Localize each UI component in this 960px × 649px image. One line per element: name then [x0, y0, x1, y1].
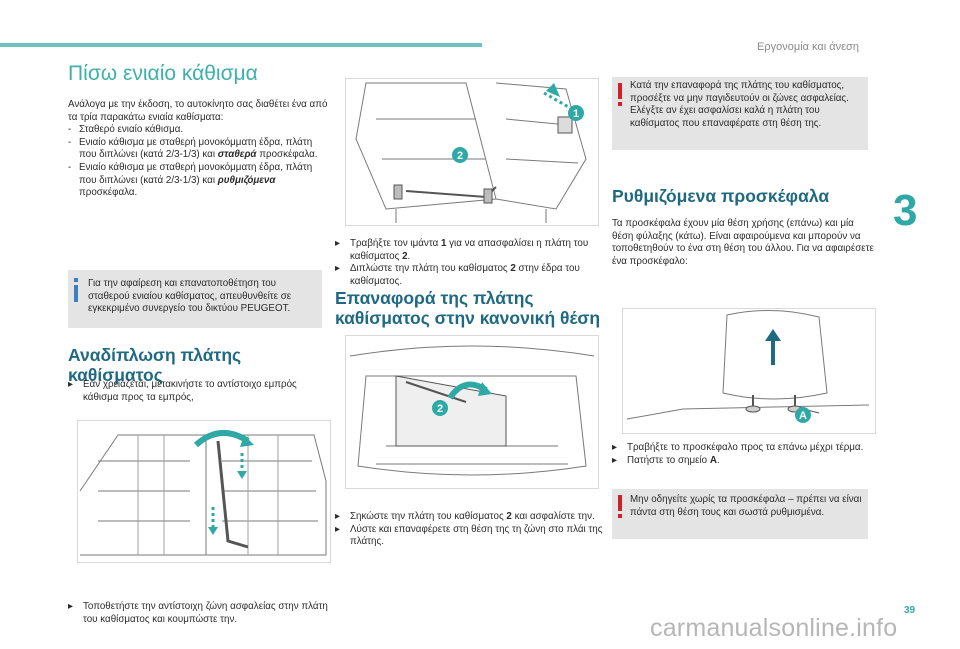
step-item: ▸ Διπλώστε την πλάτη του καθίσματος 2 στ…: [335, 263, 603, 288]
headrests-heading: Ρυθμιζόμενα προσκέφαλα: [612, 186, 830, 206]
option-tail: προσκέφαλα.: [259, 149, 318, 161]
step-text: Τραβήξτε το προσκέφαλο προς τα επάνω μέχ…: [627, 442, 864, 453]
step-text: στην έδρα του καθίσματος.: [350, 263, 580, 287]
intro-text: Ανάλογα με την έκδοση, το αυτοκίνητο σας…: [68, 99, 328, 123]
watermark: carmanualsonline.info: [650, 614, 898, 642]
headrest-drawing: A: [626, 310, 870, 423]
warning-text: Μην οδηγείτε χωρίς τα προσκέφαλα – πρέπε…: [630, 494, 862, 518]
info-text: Για την αφαίρεση και επανατοποθέτηση του…: [88, 278, 292, 315]
dash-mark: -: [68, 136, 72, 148]
callout-label: A: [799, 410, 807, 422]
callout-2-icon: [452, 147, 468, 163]
step-item: ▸ Λύστε και επαναφέρετε στη θέση της τη …: [335, 524, 603, 549]
option-item: - Σταθερό ενιαίο κάθισμα.: [68, 124, 330, 137]
chapter-number: 3: [893, 186, 918, 235]
step-punct: .: [716, 454, 720, 466]
option-emphasis: ρυθμιζόμενα: [217, 174, 276, 186]
bullet-icon: ▸: [335, 263, 340, 275]
folding-step: ▸ Εάν χρειάζεται, μετακινήστε το αντίστο…: [68, 379, 330, 404]
backrest-release-drawing: 1 2: [355, 82, 587, 223]
callout-label: 1: [573, 108, 579, 120]
warning-text: Κατά την επαναφορά της πλάτης του καθίσμ…: [630, 80, 849, 129]
folding-heading: Αναδίπλωση πλάτης καθίσματος: [68, 345, 242, 385]
intro-paragraph: Ανάλογα με την έκδοση, το αυτοκίνητο σας…: [68, 99, 330, 200]
dash-mark: -: [68, 124, 72, 136]
warning-icon: [618, 495, 623, 518]
step-item: ▸ Τραβήξτε το προσκέφαλο προς τα επάνω μ…: [612, 442, 874, 455]
bullet-icon: ▸: [68, 601, 73, 613]
step-ref: A: [709, 454, 717, 466]
seat-belt-drawing: [79, 430, 327, 556]
step-ref: 2: [506, 511, 512, 522]
illustration-headrest: A: [622, 308, 876, 434]
headrest-steps: ▸ Τραβήξτε το προσκέφαλο προς τα επάνω μ…: [612, 442, 874, 467]
option-emphasis: σταθερά: [217, 149, 257, 161]
step-item: ▸ Τραβήξτε τον ιμάντα 1 για να απασφαλίσ…: [335, 238, 603, 263]
backrest-restore-drawing: 2: [349, 345, 595, 476]
option-text: Ενιαίο κάθισμα με σταθερή μονοκόμματη έδ…: [79, 161, 313, 186]
step-text: για να απασφαλίσει η πλάτη του καθίσματο…: [350, 238, 589, 262]
info-icon: [74, 278, 78, 302]
step-punct: .: [407, 250, 411, 262]
step-ref: 1: [440, 238, 447, 249]
step-text: Τοποθετήστε την αντίστοιχη ζώνη ασφαλεία…: [83, 601, 328, 625]
callout-label: 2: [457, 150, 463, 162]
option-text: Σταθερό ενιαίο κάθισμα.: [79, 124, 184, 136]
option-text: Ενιαίο κάθισμα με σταθερή μονοκόμματη έδ…: [79, 136, 313, 161]
step-text: Πατήστε το σημείο: [627, 454, 708, 466]
dash-mark: -: [68, 161, 72, 173]
bullet-icon: ▸: [68, 379, 73, 390]
illustration-backrest-release: 1 2: [345, 78, 599, 226]
step-item: ▸ Πατήστε το σημείο A.: [612, 455, 874, 468]
bullet-icon: ▸: [335, 511, 340, 522]
option-tail: προσκέφαλα.: [79, 187, 138, 199]
restore-heading: Επαναφορά της πλάτης καθίσματος στην καν…: [335, 288, 601, 328]
step-text: Εάν χρειάζεται, μετακινήστε το αντίστοιχ…: [83, 379, 297, 403]
option-item: - Ενιαίο κάθισμα με σταθερή μονοκόμματη …: [68, 137, 330, 162]
callout-2-icon: [432, 400, 448, 416]
option-item: - Ενιαίο κάθισμα με σταθερή μονοκόμματη …: [68, 162, 330, 200]
callout-1-icon: [568, 105, 584, 121]
header-accent-bar: [0, 43, 482, 47]
bullet-icon: ▸: [612, 454, 617, 466]
step-text: και ασφαλίστε την.: [514, 511, 595, 522]
step-item: ▸ Σηκώστε την πλάτη του καθίσματος 2 και…: [335, 511, 603, 524]
warning-box: Κατά την επαναφορά της πλάτης του καθίσμ…: [612, 77, 868, 150]
step-ref: 2: [510, 263, 516, 275]
illustration-seat-belt: [77, 420, 331, 563]
restore-steps: ▸ Σηκώστε την πλάτη του καθίσματος 2 και…: [335, 511, 603, 549]
step-text: Λύστε και επαναφέρετε στη θέση της τη ζώ…: [350, 523, 603, 548]
step-text: Διπλώστε την πλάτη του καθίσματος: [350, 263, 508, 275]
section-title: Εργονομία και άνεση: [757, 41, 859, 53]
step-text: Σηκώστε την πλάτη του καθίσματος: [350, 511, 504, 522]
illustration-backrest-restore: 2: [345, 335, 599, 489]
bullet-icon: ▸: [335, 238, 340, 249]
callout-label: 2: [437, 403, 443, 415]
page-title: Πίσω ενιαίο κάθισμα: [68, 62, 258, 85]
release-steps: ▸ Τραβήξτε τον ιμάντα 1 για να απασφαλίσ…: [335, 238, 603, 288]
info-box: Για την αφαίρεση και επανατοποθέτηση του…: [68, 270, 322, 328]
warning-box: Μην οδηγείτε χωρίς τα προσκέφαλα – πρέπε…: [612, 489, 868, 539]
warning-icon: [618, 83, 623, 106]
headrests-text: Τα προσκέφαλα έχουν μία θέση χρήσης (επά…: [612, 218, 874, 267]
step-ref: 2: [402, 250, 408, 262]
step-text: Τραβήξτε τον ιμάντα: [350, 238, 439, 249]
folding-step: ▸ Τοποθετήστε την αντίστοιχη ζώνη ασφαλε…: [68, 601, 330, 626]
bullet-icon: ▸: [335, 523, 340, 535]
page-number: 39: [904, 605, 916, 616]
callout-a-icon: [795, 407, 811, 423]
bullet-icon: ▸: [612, 442, 617, 453]
